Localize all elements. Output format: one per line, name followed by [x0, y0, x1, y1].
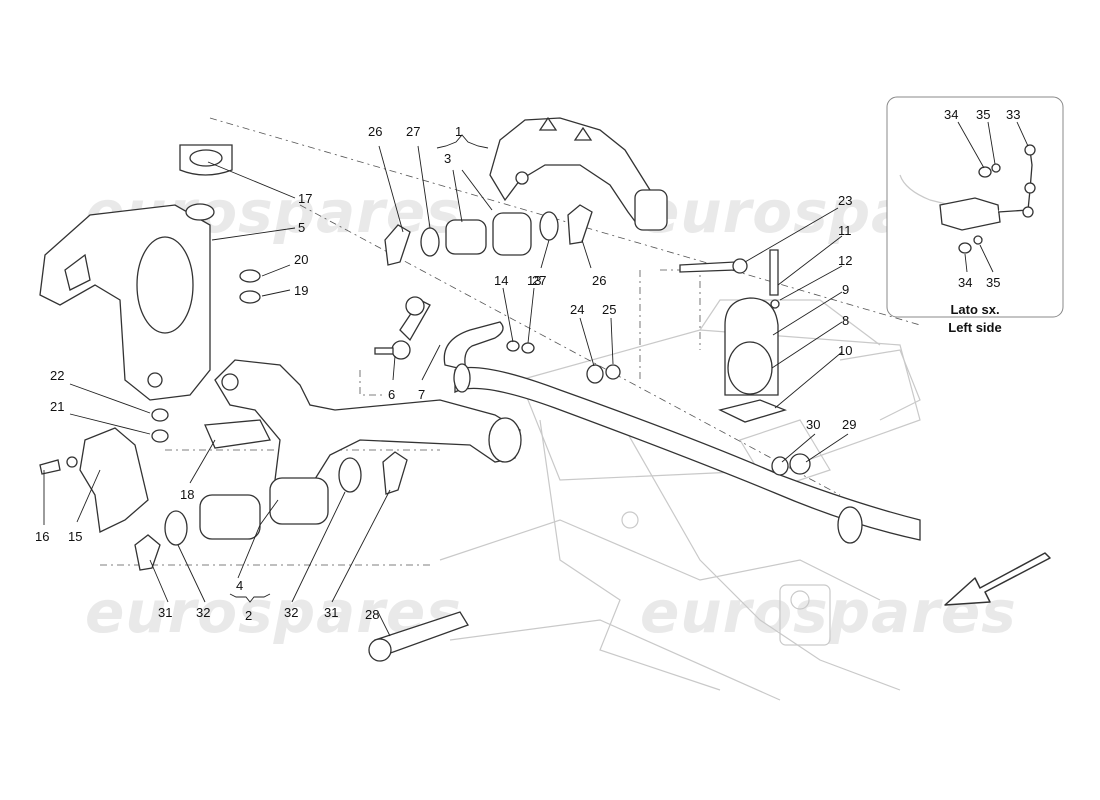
callout-24: 24: [570, 302, 584, 317]
inset-caption-line2: Left side: [948, 320, 1001, 335]
stabilizer-mount: [718, 297, 787, 423]
callout-5: 5: [298, 220, 305, 235]
callout-28: 28: [365, 607, 379, 622]
callout-8: 8: [842, 313, 849, 328]
callout-20: 20: [294, 252, 308, 267]
wheel-hub-upright: [39, 203, 215, 401]
callout-21: 21: [50, 399, 64, 414]
arrow-icon: [944, 552, 1051, 606]
callout-30: 30: [806, 417, 820, 432]
callout-22: 22: [50, 368, 64, 383]
stabilizer-bar: [443, 321, 921, 544]
callout-17: 17: [298, 191, 312, 206]
callout-15: 15: [68, 529, 82, 544]
callout-27-right: 27: [532, 273, 546, 288]
inset-caption-line1: Lato sx.: [950, 302, 999, 317]
lower-control-arm: [214, 359, 522, 499]
callout-9: 9: [842, 282, 849, 297]
callout-labels: 1 2 3 4 5 6 7 8 9 10 11 12 13 14 15 16 1…: [35, 124, 856, 623]
stabilizer-link: [374, 296, 431, 360]
upper-control-arm: [489, 116, 668, 231]
callout-12: 12: [838, 253, 852, 268]
callout-27-left: 27: [406, 124, 420, 139]
chassis-frame: [439, 299, 921, 701]
callout-32-left: 32: [196, 605, 210, 620]
callout-18: 18: [180, 487, 194, 502]
callout-23: 23: [838, 193, 852, 208]
inset-callout-35-top: 35: [976, 107, 990, 122]
inset-callout-35-bottom: 35: [986, 275, 1000, 290]
callout-6: 6: [388, 387, 395, 402]
callout-1: 1: [455, 124, 462, 139]
callout-13: 13: [527, 273, 541, 288]
upper-bushings: [384, 204, 593, 266]
callout-11: 11: [838, 223, 852, 238]
watermarks: eurospares eurospares eurospares eurospa…: [85, 178, 1017, 646]
callout-4: 4: [236, 578, 243, 593]
callout-7: 7: [418, 387, 425, 402]
callout-25: 25: [602, 302, 616, 317]
callout-32-right: 32: [284, 605, 298, 620]
inset-callout-34-bottom: 34: [958, 275, 972, 290]
callout-31-left: 31: [158, 605, 172, 620]
watermark-bottom-right: eurospares: [640, 578, 1017, 646]
inset-callout-34-top: 34: [944, 107, 958, 122]
callout-26-right: 26: [592, 273, 606, 288]
callout-19: 19: [294, 283, 308, 298]
clamp-ring: [179, 144, 233, 176]
callout-16: 16: [35, 529, 49, 544]
inset-callout-33: 33: [1006, 107, 1020, 122]
callout-29: 29: [842, 417, 856, 432]
callout-26-left: 26: [368, 124, 382, 139]
inset-left-side: 34 35 33 34 35 Lato sx. Left side: [886, 96, 1064, 335]
lower-bushings: [134, 451, 408, 571]
callout-14: 14: [494, 273, 508, 288]
callout-3: 3: [444, 151, 451, 166]
callout-31-right: 31: [324, 605, 338, 620]
bracket-and-fasteners: [39, 249, 780, 662]
callout-10: 10: [838, 343, 852, 358]
leader-lines: [43, 134, 849, 637]
callout-2: 2: [245, 608, 252, 623]
